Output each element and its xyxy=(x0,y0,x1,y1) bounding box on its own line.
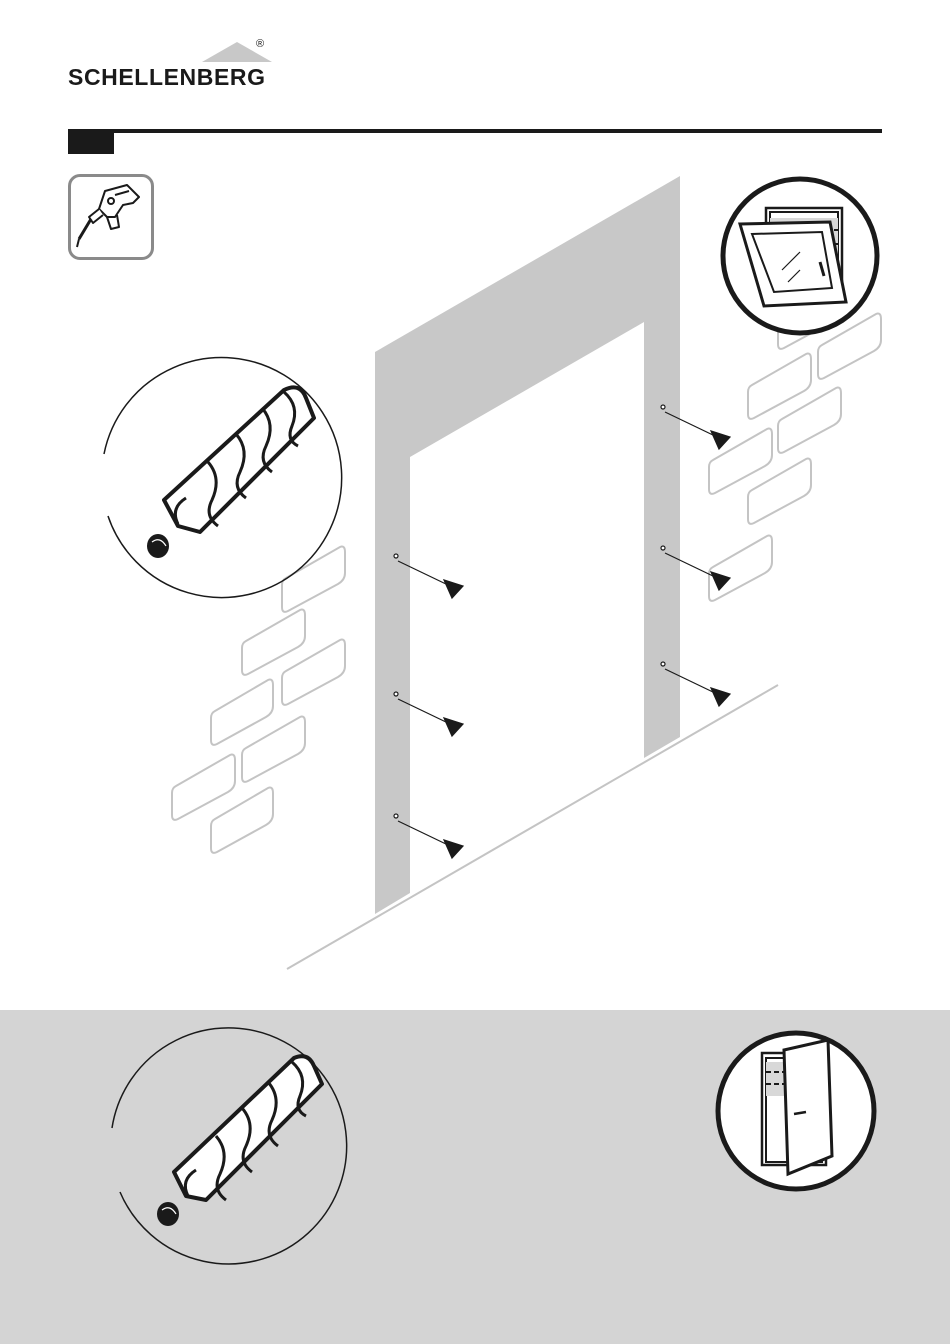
window-frame xyxy=(375,176,680,914)
wall-plug-detail-bottom xyxy=(112,1028,347,1264)
floor-line xyxy=(287,685,778,969)
wall-plug-icon xyxy=(164,387,314,532)
detail-panel-art xyxy=(0,1010,950,1344)
door-detail xyxy=(718,1033,874,1189)
wall-plug-detail xyxy=(104,358,342,598)
window-detail xyxy=(723,179,877,333)
installation-scene xyxy=(0,0,950,1010)
wall-plug-icon xyxy=(174,1056,322,1200)
detail-panel xyxy=(0,1010,950,1344)
